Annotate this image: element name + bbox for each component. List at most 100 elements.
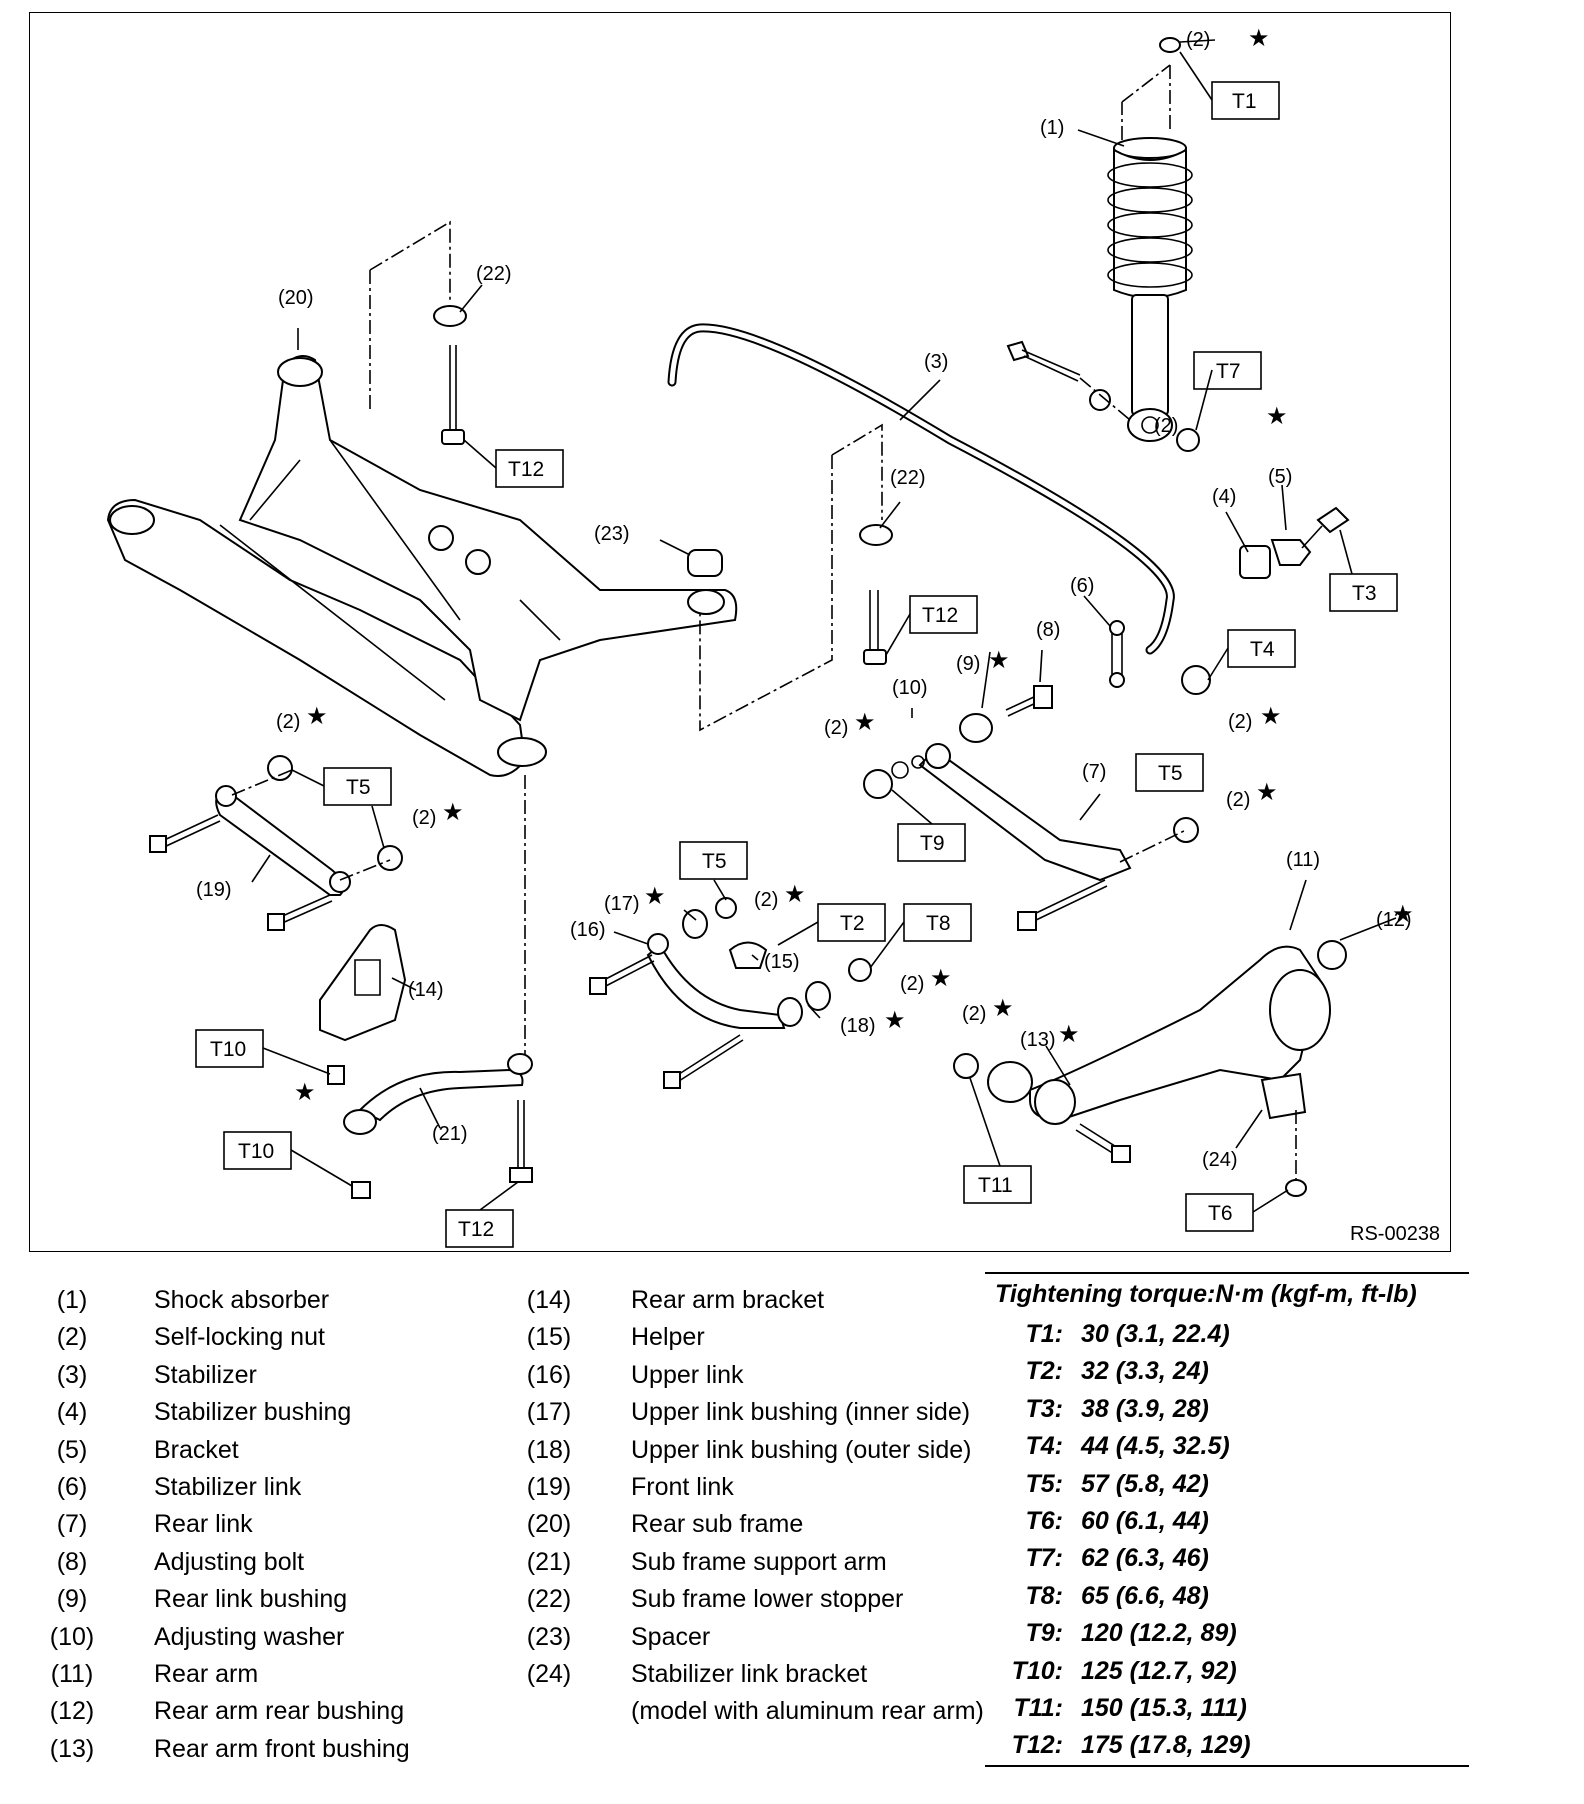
legend-number: (22) [526, 1585, 572, 1614]
callout-23: (23) [594, 523, 630, 545]
legend-item: (14)Rear arm bracket [513, 1282, 984, 1319]
legend-text: Rear sub frame [631, 1510, 804, 1539]
legend-item: (model with aluminum rear arm) [513, 1693, 984, 1730]
legend-text: Rear arm [154, 1660, 259, 1689]
torque-row: T2:32 (3.3, 24) [985, 1353, 1469, 1390]
legend-item: (3)Stabilizer [36, 1357, 410, 1394]
callout-2j: (2) [962, 1003, 986, 1025]
torque-rows: T1:30 (3.1, 22.4)T2:32 (3.3, 24)T3:38 (3… [985, 1316, 1469, 1765]
rear-link [863, 685, 1199, 931]
legend-text: Front link [631, 1473, 734, 1502]
star-icon: ★ [992, 995, 1014, 1022]
legend-text: (model with aluminum rear arm) [631, 1697, 984, 1726]
legend-item: (11)Rear arm [36, 1656, 410, 1693]
legend-text: Spacer [631, 1622, 711, 1651]
legend-number: (13) [49, 1734, 95, 1763]
legend-number: (16) [526, 1360, 572, 1389]
legend-number: (7) [56, 1510, 88, 1539]
tag-t1: T1 [1232, 90, 1257, 113]
exploded-suspension-diagram: (1) (2) (3) (4) (5) (6) (7) (8) (9) (10)… [106, 25, 1414, 1248]
legend-item: (10)Adjusting washer [36, 1619, 410, 1656]
star-icon: ★ [1260, 703, 1282, 730]
legend-item: (20) Rear sub frame [513, 1506, 984, 1543]
legend-number: (17) [526, 1398, 572, 1427]
tag-t5c: T5 [1158, 762, 1183, 785]
parts-legend-right: (14)Rear arm bracket(15)Helper(16)Upper … [513, 1282, 984, 1731]
star-icon: ★ [1266, 403, 1288, 430]
legend-text: Adjusting washer [154, 1622, 345, 1651]
torque-row: T9:120 (12.2, 89) [985, 1615, 1469, 1652]
callout-2e: (2) [824, 717, 848, 739]
legend-number: (20) [526, 1510, 572, 1539]
torque-value: 30 (3.1, 22.4) [1081, 1320, 1230, 1348]
callout-7: (7) [1082, 761, 1106, 783]
callout-2a: (2) [1186, 29, 1210, 51]
legend-text: Upper link [631, 1360, 744, 1389]
spacer [687, 549, 723, 577]
bolt-t12-lower [517, 1100, 525, 1170]
legend-text: Rear arm rear bushing [154, 1697, 405, 1726]
torque-row: T10:125 (12.7, 92) [985, 1653, 1469, 1690]
shock-lower-bolt [1006, 340, 1131, 421]
legend-item: (24)Stabilizer link bracket [513, 1656, 984, 1693]
torque-code: T1: [1025, 1320, 1064, 1348]
star-icon: ★ [294, 1079, 316, 1106]
shock-lower-nut [1176, 428, 1200, 452]
callout-22b: (22) [890, 467, 926, 489]
torque-row: T8:65 (6.6, 48) [985, 1578, 1469, 1615]
star-icon: ★ [930, 965, 952, 992]
legend-text: Shock absorber [154, 1286, 330, 1314]
legend-text: Rear link bushing [154, 1585, 348, 1614]
legend-number: (9) [56, 1585, 88, 1614]
legend-item: (23)Spacer [513, 1619, 984, 1656]
tag-leaders [262, 51, 1353, 1213]
shock-absorber [1107, 137, 1193, 442]
torque-row: T1: 30 (3.1, 22.4) [985, 1316, 1469, 1353]
front-link [149, 755, 403, 931]
torque-row: T6:60 (6.1, 44) [985, 1503, 1469, 1540]
legend-item: (2)Self-locking nut [36, 1319, 410, 1356]
star-marks: ★ ★ ★ ★ ★ ★ ★ ★ ★ ★ ★ ★ ★ ★ ★ ★ [294, 25, 1414, 1106]
callout-10: (10) [892, 677, 928, 699]
callout-18: (18) [840, 1015, 876, 1037]
upper-link [589, 897, 872, 1089]
stabilizer-link [1111, 628, 1123, 680]
legend-text: Upper link bushing (outer side) [631, 1435, 972, 1464]
torque-value: 62 (6.3, 46) [1081, 1544, 1209, 1573]
torque-value: 60 (6.1, 44) [1081, 1506, 1209, 1535]
legend-number: (21) [526, 1547, 572, 1576]
lower-stopper-right [859, 524, 893, 546]
figure-id: RS-00238 [1350, 1223, 1441, 1245]
star-icon: ★ [442, 799, 464, 826]
callout-21: (21) [432, 1123, 468, 1145]
rear-arm [987, 940, 1347, 1180]
legend-item: (7) Rear link [36, 1506, 410, 1543]
tag-t10b: T10 [238, 1140, 274, 1163]
rear-sub-frame [106, 355, 738, 777]
legend-text: Sub frame lower stopper [631, 1585, 904, 1614]
tag-t7: T7 [1216, 360, 1241, 383]
callout-8: (8) [1036, 619, 1060, 641]
torque-table: Tightening torque:N·m (kgf-m, ft-lb) T1:… [985, 1272, 1469, 1767]
tag-t10a: T10 [210, 1038, 246, 1061]
legend-item: (8)Adjusting bolt [36, 1544, 410, 1581]
callout-4: (4) [1212, 486, 1236, 508]
callout-20: (20) [278, 287, 314, 309]
torque-code: T5: [1025, 1469, 1064, 1498]
legend-text: Rear link [154, 1510, 253, 1539]
legend-item: (1)Shock absorber [36, 1282, 410, 1319]
legend-item: (4)Stabilizer bushing [36, 1394, 410, 1431]
callout-9: (9) [956, 653, 980, 675]
tag-t3: T3 [1352, 582, 1377, 605]
legend-number: (12) [49, 1697, 95, 1726]
legend-item: (5)Bracket [36, 1432, 410, 1469]
callout-2i: (2) [900, 973, 924, 995]
legend-text: Rear arm front bushing [154, 1734, 410, 1763]
tag-t8: T8 [926, 912, 951, 935]
torque-value: 120 (12.2, 89) [1081, 1619, 1237, 1648]
star-icon: ★ [884, 1007, 906, 1034]
legend-text: Sub frame support arm [631, 1547, 887, 1576]
legend-number: (15) [526, 1323, 572, 1352]
sub-frame-support-arm [343, 1053, 533, 1135]
legend-number: (24) [526, 1660, 572, 1689]
